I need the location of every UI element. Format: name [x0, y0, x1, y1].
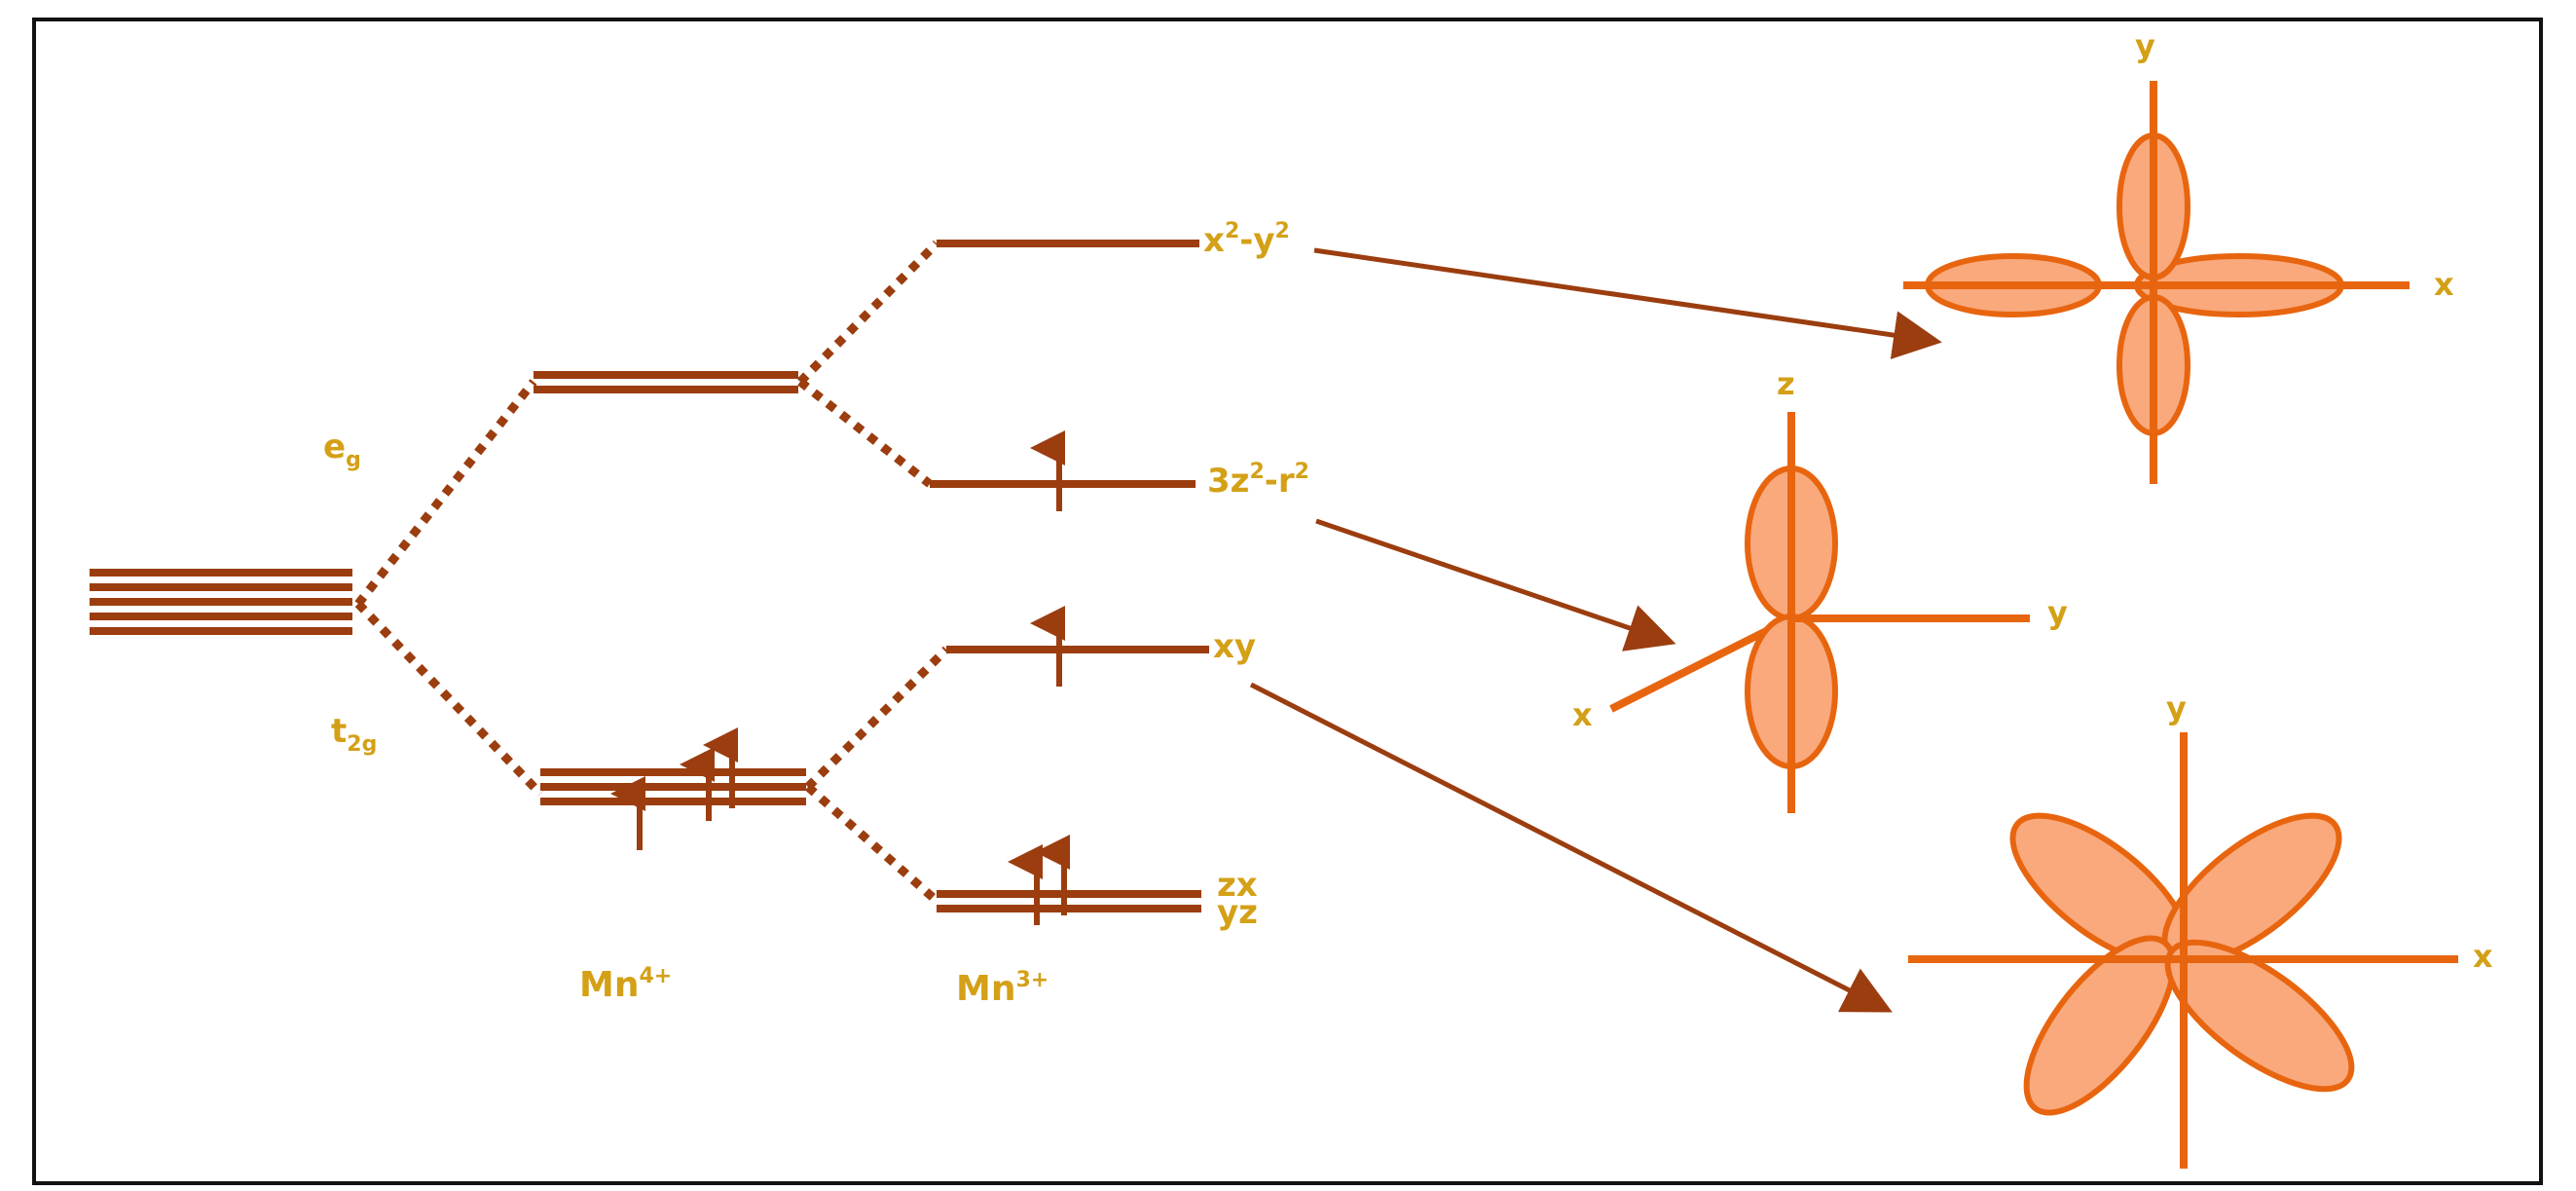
mn3-label: Mn3+ — [956, 968, 1049, 1009]
free-ion-levels — [90, 569, 352, 635]
pointer-arrow — [1249, 682, 1893, 1013]
dx2-y2-orbital: y x — [1903, 27, 2454, 484]
xy-label: xy — [1213, 627, 1256, 666]
pointer-arrow — [1315, 518, 1676, 651]
axis-label-y: y — [2166, 689, 2187, 726]
x2-y2-label: x2-y2 — [1203, 219, 1290, 260]
mn4-eg-levels — [534, 371, 798, 393]
3z2-r2-label: 3z2-r2 — [1207, 460, 1309, 501]
splitting-connectors — [354, 240, 950, 905]
axis-label-x: x — [2434, 266, 2454, 303]
eg-label: eg — [323, 428, 361, 472]
axis-label-x: x — [2473, 938, 2493, 975]
axis-label-x: x — [1572, 696, 1593, 733]
orbital-pointers — [1249, 247, 1942, 1013]
yz-label: yz — [1217, 893, 1258, 932]
axis-label-y: y — [2135, 27, 2155, 64]
mn4-label: Mn4+ — [579, 964, 672, 1005]
t2g-label: t2g — [331, 712, 377, 757]
axis-label-y: y — [2047, 594, 2068, 631]
zx-label: zx — [1217, 866, 1258, 905]
pointer-arrow — [1313, 247, 1942, 359]
dz2-orbital: z x y — [1572, 365, 2068, 813]
dxy-orbital: y x — [1908, 689, 2493, 1169]
diagram-frame — [32, 18, 2543, 1185]
mn4-t2g-levels — [540, 768, 806, 805]
electron-spins — [610, 430, 1070, 925]
axis-label-z: z — [1777, 365, 1795, 402]
